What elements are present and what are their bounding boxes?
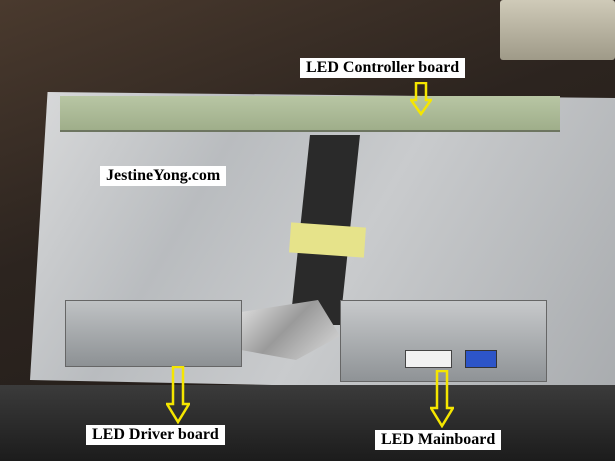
- mainboard-label: LED Mainboard: [375, 430, 502, 450]
- dvi-port: [405, 350, 452, 368]
- arrow-down-icon: [164, 365, 192, 429]
- website-label: JestineYong.com: [100, 166, 227, 186]
- arrow-down-icon: [428, 369, 456, 433]
- vga-port: [465, 350, 497, 368]
- bottom-bezel: [0, 385, 615, 461]
- led-mainboard: [340, 300, 547, 382]
- led-controller-board: [60, 96, 560, 132]
- yellow-tape: [289, 222, 366, 258]
- controller-board-label: LED Controller board: [300, 58, 466, 78]
- led-driver-board: [65, 300, 242, 367]
- driver-board-label: LED Driver board: [86, 425, 225, 445]
- arrow-down-icon: [408, 81, 434, 121]
- bench-equipment: [500, 0, 615, 60]
